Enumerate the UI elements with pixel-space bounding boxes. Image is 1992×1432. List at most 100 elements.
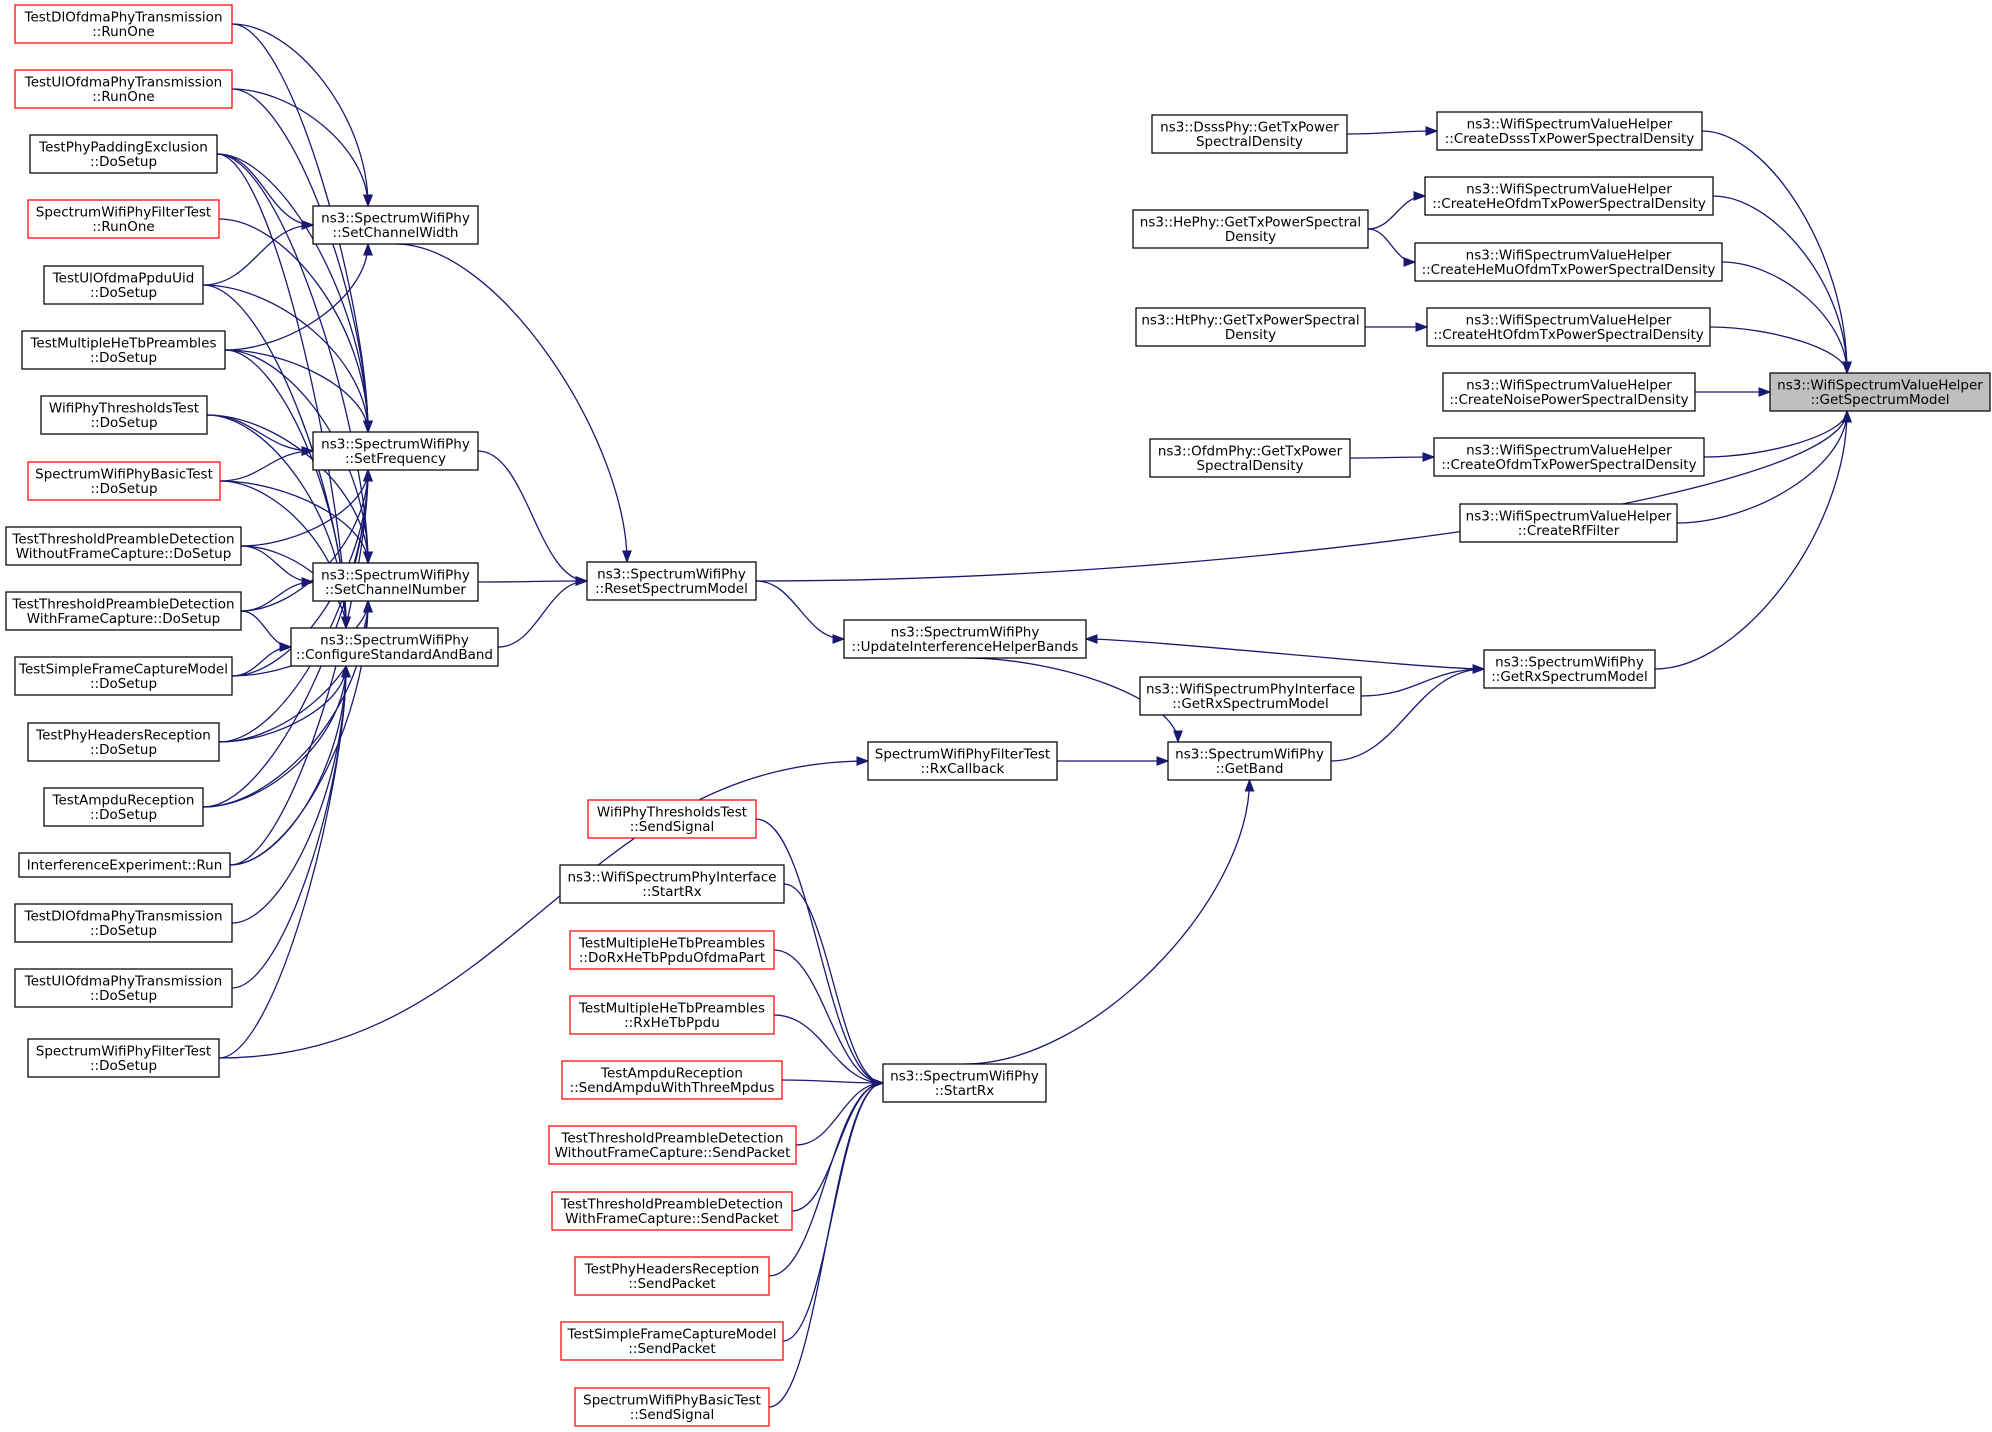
function-node[interactable]: TestUlOfdmaPhyTransmission::RunOne [14, 69, 233, 109]
node-label: TestAmpduReception [600, 1065, 743, 1081]
function-node[interactable]: ns3::SpectrumWifiPhy::GetBand [1167, 741, 1332, 781]
node-label: TestPhyPaddingExclusion [38, 139, 208, 155]
function-node[interactable]: ns3::WifiSpectrumValueHelper::CreateDsss… [1436, 111, 1703, 151]
call-edge [240, 469, 369, 547]
function-node[interactable]: ns3::WifiSpectrumValueHelper::CreateOfdm… [1433, 437, 1705, 477]
node-label: ns3::OfdmPhy::GetTxPower [1158, 443, 1343, 459]
node-box [1436, 111, 1703, 151]
node-label: TestPhyHeadersReception [584, 1261, 760, 1277]
arrowhead [1842, 361, 1852, 375]
node-label: ::SetChannelNumber [325, 582, 466, 598]
function-node[interactable]: ns3::WifiSpectrumValueHelper::CreateNois… [1442, 372, 1696, 412]
function-node[interactable]: TestUlOfdmaPhyTransmission::DoSetup [14, 968, 233, 1008]
function-node[interactable]: TestDlOfdmaPhyTransmission::DoSetup [14, 903, 233, 943]
node-label: ::SetChannelWidth [333, 225, 459, 241]
function-node[interactable]: ns3::WifiSpectrumPhyInterface::StartRx [559, 864, 785, 904]
node-label: ::DoSetup [90, 742, 157, 758]
function-node[interactable]: ns3::SpectrumWifiPhy::SetChannelNumber [312, 562, 479, 602]
function-node[interactable]: TestPhyHeadersReception::DoSetup [27, 722, 220, 762]
edge-line [1654, 410, 1848, 670]
function-node[interactable]: TestPhyHeadersReception::SendPacket [574, 1256, 770, 1296]
call-edge [1367, 228, 1416, 263]
function-node[interactable]: ns3::SpectrumWifiPhy::StartRx [882, 1063, 1047, 1103]
function-node[interactable]: TestPhyPaddingExclusion::DoSetup [29, 134, 218, 174]
call-edge-arrow [1842, 409, 1852, 423]
arrowhead [341, 616, 351, 630]
call-edge-arrow [1156, 756, 1170, 766]
function-node[interactable]: ns3::WifiSpectrumValueHelper::CreateHeOf… [1424, 176, 1714, 216]
function-node[interactable]: TestUlOfdmaPpduUid::DoSetup [43, 265, 204, 305]
function-node[interactable]: ns3::SpectrumWifiPhy::SetFrequency [312, 431, 479, 471]
function-node[interactable]: TestAmpduReception::SendAmpduWithThreeMp… [561, 1060, 783, 1100]
node-label: ::DoSetup [90, 481, 157, 497]
node-label: ns3::WifiSpectrumValueHelper [1466, 377, 1672, 393]
node-box [882, 1063, 1047, 1103]
function-node[interactable]: TestThresholdPreambleDetectionWithoutFra… [548, 1125, 797, 1165]
node-label: ns3::WifiSpectrumValueHelper [1466, 312, 1672, 328]
function-node[interactable]: SpectrumWifiPhyFilterTest::RunOne [27, 199, 220, 239]
edge-line [795, 1082, 884, 1146]
function-node[interactable]: ns3::SpectrumWifiPhy::ResetSpectrumModel [586, 561, 757, 601]
function-node[interactable]: TestMultipleHeTbPreambles::DoRxHeTbPpduO… [569, 930, 775, 970]
function-node[interactable]: TestSimpleFrameCaptureModel::SendPacket [560, 1321, 784, 1361]
node-label: ns3::WifiSpectrumValueHelper [1466, 442, 1672, 458]
node-box [867, 741, 1058, 781]
function-node[interactable]: SpectrumWifiPhyFilterTest::DoSetup [27, 1038, 220, 1078]
arrowhead [279, 642, 293, 652]
edge-line [1330, 668, 1485, 762]
function-node[interactable]: ns3::WifiSpectrumValueHelper::CreateRfFi… [1459, 503, 1678, 543]
function-node[interactable]: SpectrumWifiPhyBasicTest::SendSignal [574, 1387, 770, 1427]
node-label: TestSimpleFrameCaptureModel [567, 1326, 777, 1342]
edge-line [782, 1082, 884, 1342]
call-edge [231, 23, 369, 207]
function-node[interactable]: TestMultipleHeTbPreambles::DoSetup [21, 330, 226, 370]
function-node[interactable]: WifiPhyThresholdsTest::DoSetup [40, 395, 208, 435]
call-edge-arrow [1842, 361, 1852, 375]
function-node[interactable]: ns3::SpectrumWifiPhy::ConfigureStandardA… [290, 627, 499, 667]
edge-line [1676, 410, 1848, 524]
root-function-node[interactable]: ns3::WifiSpectrumValueHelper::GetSpectru… [1769, 372, 1991, 412]
function-node[interactable]: SpectrumWifiPhyBasicTest::DoSetup [27, 461, 221, 501]
function-node[interactable]: TestThresholdPreambleDetectionWithoutFra… [5, 526, 242, 566]
node-label: WithoutFrameCapture::DoSetup [16, 546, 232, 562]
function-node[interactable]: TestDlOfdmaPhyTransmission::RunOne [14, 4, 233, 44]
function-node[interactable]: TestMultipleHeTbPreambles::RxHeTbPpdu [569, 995, 775, 1035]
node-label: ::SendPacket [628, 1276, 715, 1292]
function-node[interactable]: ns3::SpectrumWifiPhy::SetChannelWidth [312, 205, 479, 245]
call-edge [224, 349, 369, 433]
node-label: ::SendPacket [628, 1341, 715, 1357]
function-node[interactable]: ns3::SpectrumWifiPhy::GetRxSpectrumModel [1483, 649, 1656, 689]
arrowhead [301, 220, 315, 230]
edge-line [1346, 130, 1438, 135]
node-label: ns3::WifiSpectrumValueHelper [1777, 377, 1983, 393]
arrowhead [1173, 730, 1183, 744]
node-label: WifiPhyThresholdsTest [597, 804, 747, 820]
function-node[interactable]: TestAmpduReception::DoSetup [43, 787, 204, 827]
call-edge [1346, 130, 1438, 135]
call-edge [240, 545, 347, 629]
call-edge [1709, 326, 1848, 374]
function-node[interactable]: WifiPhyThresholdsTest::SendSignal [587, 799, 757, 839]
function-node[interactable]: ns3::WifiSpectrumPhyInterface::GetRxSpec… [1139, 676, 1362, 716]
call-edge [964, 657, 1179, 743]
edge-line [202, 224, 314, 286]
function-node[interactable]: SpectrumWifiPhyFilterTest::RxCallback [867, 741, 1058, 781]
call-edge [231, 88, 369, 207]
function-node[interactable]: InterferenceExperiment::Run [18, 852, 231, 878]
function-node[interactable]: TestThresholdPreambleDetectionWithFrameC… [551, 1191, 793, 1231]
node-box [27, 722, 220, 762]
call-edge [964, 779, 1251, 1065]
function-node[interactable]: TestSimpleFrameCaptureModel::DoSetup [14, 656, 233, 696]
call-edge-arrow [622, 550, 632, 564]
function-node[interactable]: ns3::SpectrumWifiPhy::UpdateInterference… [843, 619, 1087, 659]
edge-line [1701, 130, 1848, 374]
edge-line [229, 469, 369, 866]
edge-line [231, 665, 347, 924]
function-node[interactable]: ns3::WifiSpectrumValueHelper::CreateHeMu… [1414, 242, 1723, 282]
function-node[interactable]: ns3::WifiSpectrumValueHelper::CreateHtOf… [1426, 307, 1711, 347]
function-node[interactable]: TestThresholdPreambleDetectionWithFrameC… [5, 591, 242, 631]
